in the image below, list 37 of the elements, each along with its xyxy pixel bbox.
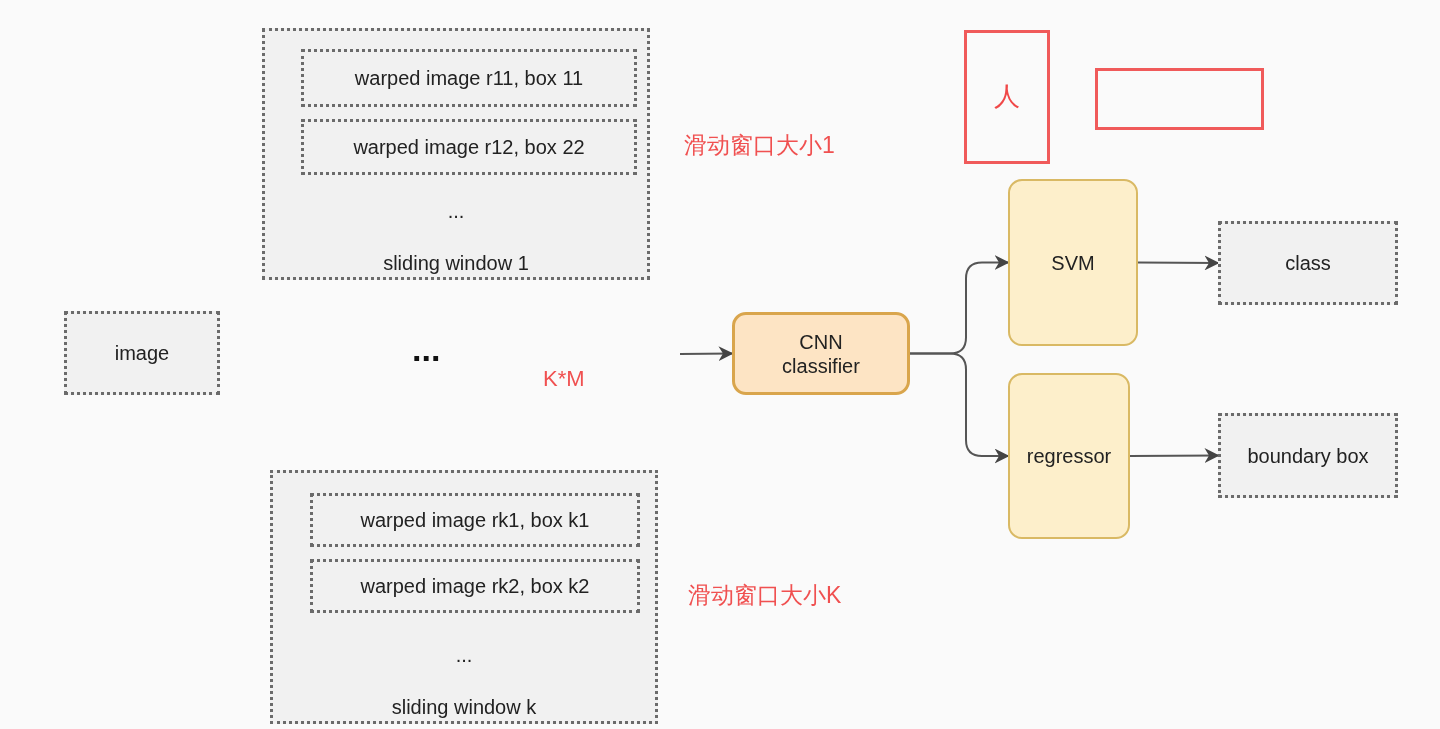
process-box xyxy=(1008,179,1138,346)
ellipsis-text: ... xyxy=(412,330,441,369)
node-label: warped image rk2, box k2 xyxy=(360,574,590,598)
node-label: regressor xyxy=(1026,444,1112,468)
annotation-text: 滑动窗口大小1 xyxy=(684,131,835,160)
process-box xyxy=(1008,373,1130,539)
arrow xyxy=(1137,255,1220,271)
node-label: warped image r11, box 11 xyxy=(354,66,584,90)
node-label: warped image r12, box 22 xyxy=(353,135,585,159)
node-label: CNN classifier xyxy=(781,329,861,378)
node-label: image xyxy=(114,341,170,365)
classifier-box xyxy=(732,312,910,395)
node-label: sliding window 1 xyxy=(382,251,530,275)
ellipsis-text: ... xyxy=(454,643,474,667)
input-box xyxy=(64,311,220,395)
annotation-text: 滑动窗口大小K xyxy=(688,581,842,610)
annotation-box xyxy=(964,30,1050,164)
node-label: SVM xyxy=(1051,250,1095,275)
output-box xyxy=(1218,413,1398,498)
node-label: sliding window k xyxy=(390,695,538,719)
process-box xyxy=(301,119,637,175)
annotation-text: K*M xyxy=(543,366,585,392)
ellipsis-text: ... xyxy=(446,199,466,223)
group-box xyxy=(262,28,650,280)
arrow xyxy=(679,346,734,362)
arrow xyxy=(909,352,1010,464)
process-box xyxy=(310,493,640,547)
group-box xyxy=(270,470,658,724)
node-label: class xyxy=(1285,251,1331,275)
process-box xyxy=(310,559,640,613)
process-box xyxy=(301,49,637,107)
annotation-box xyxy=(1095,68,1264,130)
node-label: boundary box xyxy=(1247,443,1369,468)
arrow xyxy=(1129,448,1220,464)
output-box xyxy=(1218,221,1398,305)
node-label: warped image rk1, box k1 xyxy=(360,508,590,532)
node-label: 人 xyxy=(994,81,1020,113)
